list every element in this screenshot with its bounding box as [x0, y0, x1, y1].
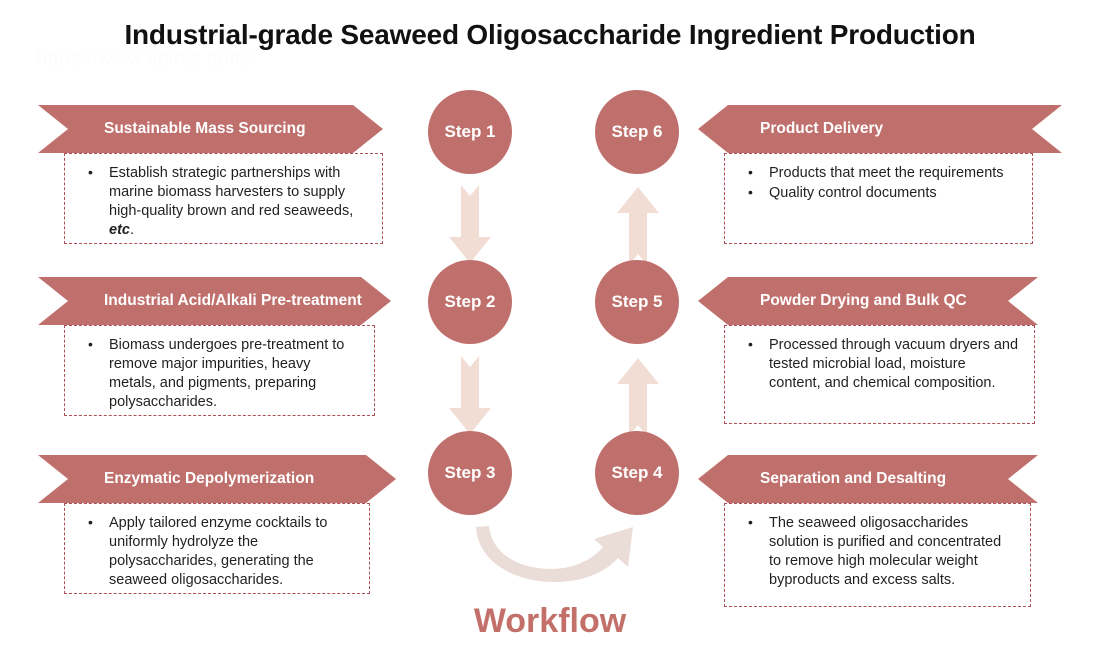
list-item: Products that meet the requirements — [735, 163, 1018, 183]
step-label: Step 4 — [611, 463, 663, 482]
panel-body: Biomass undergoes pre-treatment to remov… — [64, 325, 375, 416]
arrow-step1-step2 — [447, 185, 493, 265]
panel-body: Apply tailored enzyme cocktails to unifo… — [64, 503, 370, 594]
list-item: The seaweed oligosaccharides solution is… — [735, 513, 1016, 589]
step-label: Step 6 — [611, 122, 663, 141]
panel-body: Processed through vacuum dryers and test… — [724, 325, 1035, 424]
panel-header-chevron: Powder Drying and Bulk QC — [698, 277, 1038, 325]
list-item: Apply tailored enzyme cocktails to unifo… — [75, 513, 355, 589]
panel-powder-drying-and-bulk-qc: Powder Drying and Bulk QC Processed thro… — [698, 277, 1038, 424]
panel-header-chevron: Enzymatic Depolymerization — [38, 455, 396, 503]
watermark: https://www.vpinst.com/ — [36, 48, 252, 70]
panel-enzymatic-depolymerization: Enzymatic Depolymerization Apply tailore… — [38, 455, 396, 594]
panel-header-chevron: Sustainable Mass Sourcing — [38, 105, 383, 153]
panel-body: The seaweed oligosaccharides solution is… — [724, 503, 1031, 607]
panel-heading: Sustainable Mass Sourcing — [104, 120, 306, 137]
panel-heading: Industrial Acid/Alkali Pre-treatment — [104, 292, 362, 309]
workflow-caption: Workflow — [473, 602, 627, 640]
arrow-step2-step3 — [447, 356, 493, 436]
panel-body: Establish strategic partnerships with ma… — [64, 153, 383, 244]
panel-header-chevron: Separation and Desalting — [698, 455, 1038, 503]
bullet-list: Establish strategic partnerships with ma… — [75, 163, 368, 239]
panel-heading: Enzymatic Depolymerization — [104, 470, 315, 487]
panel-body: Products that meet the requirements Qual… — [724, 153, 1033, 244]
bullet-list: Products that meet the requirements Qual… — [735, 163, 1018, 203]
panel-separation-and-desalting: Separation and Desalting The seaweed oli… — [698, 455, 1038, 607]
panel-heading: Separation and Desalting — [760, 470, 947, 487]
panel-heading: Product Delivery — [760, 120, 884, 137]
panel-heading: Powder Drying and Bulk QC — [760, 292, 967, 309]
step-label: Step 1 — [444, 122, 496, 141]
list-item: Processed through vacuum dryers and test… — [735, 335, 1020, 393]
panel-sustainable-mass-sourcing: Sustainable Mass Sourcing Establish stra… — [38, 105, 383, 244]
panel-industrial-acid-alkali-pre-treatment: Industrial Acid/Alkali Pre-treatment Bio… — [38, 277, 391, 416]
step-circle-5[interactable]: Step 5 — [595, 260, 679, 344]
list-item: Biomass undergoes pre-treatment to remov… — [75, 335, 360, 411]
list-item: Establish strategic partnerships with ma… — [75, 163, 368, 239]
bullet-list: The seaweed oligosaccharides solution is… — [735, 513, 1016, 589]
step-label: Step 3 — [444, 463, 496, 482]
bullet-list: Processed through vacuum dryers and test… — [735, 335, 1020, 393]
step-circle-4[interactable]: Step 4 — [595, 431, 679, 515]
step-circle-1[interactable]: Step 1 — [428, 90, 512, 174]
step-label: Step 5 — [611, 292, 663, 311]
step-label: Step 2 — [444, 292, 496, 311]
arrow-step4-step5 — [615, 356, 661, 436]
list-item: Quality control documents — [735, 183, 1018, 203]
step-circle-6[interactable]: Step 6 — [595, 90, 679, 174]
panel-header-chevron: Industrial Acid/Alkali Pre-treatment — [38, 277, 391, 325]
page-title: Industrial-grade Seaweed Oligosaccharide… — [124, 19, 976, 50]
bullet-list: Apply tailored enzyme cocktails to unifo… — [75, 513, 355, 589]
step-circle-2[interactable]: Step 2 — [428, 260, 512, 344]
step-circle-3[interactable]: Step 3 — [428, 431, 512, 515]
panel-header-chevron: Product Delivery — [698, 105, 1062, 153]
panel-product-delivery: Product Delivery Products that meet the … — [698, 105, 1062, 244]
arrow-step3-step4 — [470, 525, 650, 595]
arrow-step5-step6 — [615, 185, 661, 265]
bullet-list: Biomass undergoes pre-treatment to remov… — [75, 335, 360, 411]
